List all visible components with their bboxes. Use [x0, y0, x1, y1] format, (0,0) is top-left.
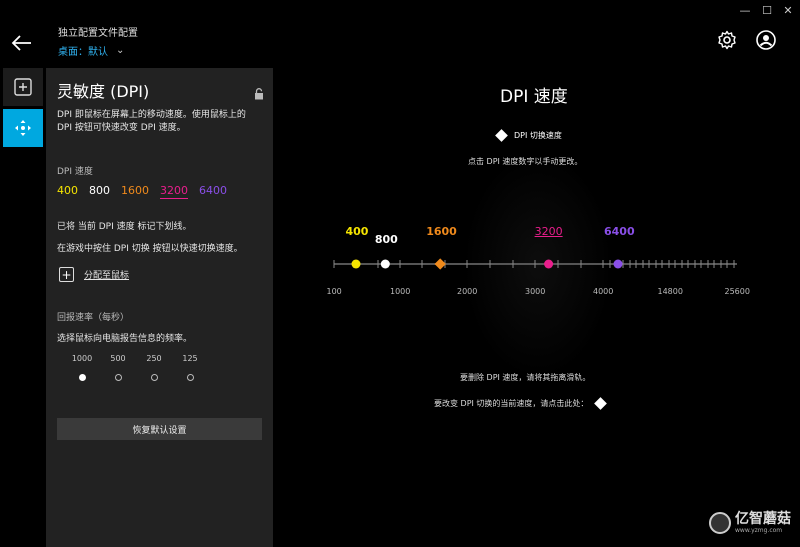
change-shift-text: 要改变 DPI 切换的当前速度，请点击此处： [434, 399, 589, 408]
dpi-marker-label-1600[interactable]: 1600 [426, 225, 457, 238]
report-rate-label-500: 500 [110, 354, 126, 363]
assign-to-mouse-button[interactable]: + 分配至鼠标 [59, 267, 129, 282]
report-rate-label-250: 250 [146, 354, 162, 363]
panel-title: 灵敏度 (DPI) [57, 82, 150, 101]
mushroom-logo-icon [709, 512, 731, 534]
sensitivity-tab[interactable] [3, 109, 43, 147]
assign-label: 分配至鼠标 [84, 271, 130, 281]
change-shift-hint: 要改变 DPI 切换的当前速度，请点击此处： [434, 397, 608, 410]
radio-button[interactable] [78, 374, 86, 381]
minimize-button[interactable]: — [739, 4, 751, 17]
dpi-slider[interactable] [330, 255, 740, 275]
dpi-shift-diamond-button[interactable] [594, 397, 608, 410]
dpi-levels-list: 400 800 1600 3200 6400 [57, 184, 227, 199]
scale-label-100: 100 [326, 287, 342, 296]
dpi-shift-note: 在游戏中按住 DPI 切换 按钮以快速切换速度。 [57, 244, 243, 254]
gear-icon [718, 30, 736, 50]
sensitivity-panel: 灵敏度 (DPI) DPI 即鼠标在屏幕上的移动速度。使用鼠标上的 DPI 按钮… [46, 68, 273, 547]
radio-button[interactable] [114, 374, 122, 381]
user-icon [756, 30, 776, 50]
report-rate-label: 回报速率（每秒） [57, 313, 130, 323]
report-rate-options: 1000 500 250 125 [64, 354, 208, 381]
account-button[interactable] [756, 30, 776, 50]
scale-label-4000: 4000 [593, 287, 614, 296]
underline-note: 已将 当前 DPI 速度 标记下划线。 [57, 222, 192, 232]
watermark-url: www.yzmg.com [735, 527, 783, 534]
report-rate-option-125[interactable]: 125 [172, 354, 208, 381]
report-rate-option-1000[interactable]: 1000 [64, 354, 100, 381]
dpi-marker-label-400[interactable]: 400 [345, 225, 369, 238]
profile-dropdown[interactable]: 桌面：默认 ⌄ [58, 43, 124, 58]
dpi-level-400[interactable]: 400 [57, 184, 78, 197]
report-rate-option-250[interactable]: 250 [136, 354, 172, 381]
profile-value: 桌面：默认 [58, 47, 108, 58]
dpi-level-1600[interactable]: 1600 [121, 184, 149, 197]
diamond-icon [495, 129, 508, 142]
close-button[interactable]: ✕ [783, 4, 793, 17]
radio-button[interactable] [186, 374, 194, 381]
dpi-marker-label-6400[interactable]: 6400 [604, 225, 635, 238]
main-title: DPI 速度 [500, 87, 568, 107]
scale-label-25600: 25600 [724, 287, 750, 296]
add-feature-button[interactable] [3, 68, 43, 106]
plus-icon: + [59, 267, 74, 282]
dpi-marker-1600[interactable] [434, 258, 446, 270]
report-rate-description: 选择鼠标向电脑报告信息的频率。 [57, 334, 193, 344]
restore-defaults-button[interactable]: 恢复默认设置 [57, 418, 262, 440]
report-rate-label-125: 125 [182, 354, 198, 363]
dpi-speed-label: DPI 速度 [57, 167, 93, 177]
panel-description: DPI 即鼠标在屏幕上的移动速度。使用鼠标上的 DPI 按钮可快速改变 DPI … [57, 110, 246, 133]
move-arrows-icon [15, 120, 31, 136]
scale-label-3000: 3000 [525, 287, 546, 296]
dpi-marker-6400[interactable] [613, 259, 623, 269]
dpi-marker-400[interactable] [351, 259, 361, 269]
dpi-level-3200[interactable]: 3200 [160, 184, 188, 199]
watermark-text: 亿智蘑菇 [735, 511, 791, 527]
click-hint: 点击 DPI 速度数字以手动更改。 [468, 157, 583, 166]
dpi-shift-legend: DPI 切换速度 [495, 129, 562, 142]
scale-label-2000: 2000 [457, 287, 478, 296]
back-button[interactable] [11, 34, 33, 52]
radio-button[interactable] [150, 374, 158, 381]
report-rate-label-1000: 1000 [71, 354, 93, 363]
dpi-shift-label: DPI 切换速度 [514, 131, 562, 140]
lock-icon[interactable] [254, 85, 264, 100]
delete-hint: 要删除 DPI 速度，请将其拖离滑轨。 [460, 373, 591, 382]
dpi-level-800[interactable]: 800 [89, 184, 110, 197]
chevron-down-icon: ⌄ [116, 45, 125, 56]
profile-label: 独立配置文件配置 [58, 28, 138, 39]
dpi-level-6400[interactable]: 6400 [199, 184, 227, 197]
scale-label-1000: 1000 [390, 287, 411, 296]
report-rate-option-500[interactable]: 500 [100, 354, 136, 381]
maximize-button[interactable]: ☐ [762, 4, 772, 17]
scale-label-14800: 14800 [657, 287, 683, 296]
settings-button[interactable] [717, 30, 737, 50]
dpi-marker-label-3200[interactable]: 3200 [534, 225, 563, 238]
watermark: 亿智蘑菇 www.yzmg.com [709, 512, 791, 534]
dpi-marker-800[interactable] [380, 259, 390, 269]
dpi-marker-3200[interactable] [544, 259, 554, 269]
arrow-left-icon [11, 35, 31, 51]
dpi-marker-label-800[interactable]: 800 [374, 233, 398, 246]
plus-square-icon [14, 78, 32, 96]
